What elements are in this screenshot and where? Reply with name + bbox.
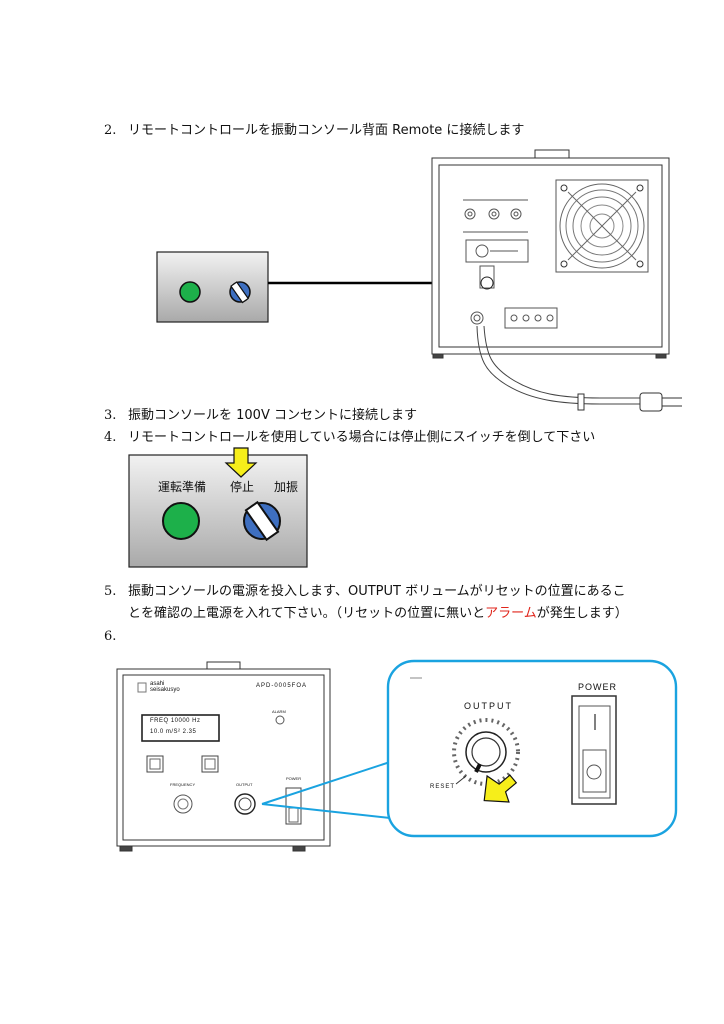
step-2: 2. リモートコントロールを振動コンソール背面 Remote に接続します xyxy=(104,122,524,140)
console-front-view xyxy=(116,661,331,852)
alarm-word: アラーム xyxy=(485,606,537,621)
step-4-text: リモートコントロールを使用している場合には停止側にスイッチを倒して下さい xyxy=(128,430,596,445)
output-dial xyxy=(452,718,520,786)
brand-line1: asahi xyxy=(150,681,165,687)
output-label-small: OUTPUT xyxy=(236,782,253,787)
fan-grille xyxy=(555,179,649,273)
label-ready: 運転準備 xyxy=(158,480,207,494)
output-label-zoom: OUTPUT xyxy=(464,701,513,711)
remote-control-panel-small xyxy=(156,251,269,323)
display-line2: 10.0 m/S² 2.35 xyxy=(150,729,197,735)
step-5-text-line1: 振動コンソールの電源を投入します、OUTPUT ボリュームがリセットの位置にある… xyxy=(128,584,626,599)
step-4-number: 4. xyxy=(104,430,117,445)
ready-lamp-large xyxy=(162,502,200,540)
power-switch-large xyxy=(571,695,617,805)
display-line1: FREQ 10000 Hz xyxy=(150,718,201,724)
step-2-text: リモートコントロールを振動コンソール背面 Remote に接続します xyxy=(128,123,525,138)
step-2-number: 2. xyxy=(104,123,117,138)
step-5-text-line2b: が発生します） xyxy=(536,606,628,621)
brand-line2: seisakusyo xyxy=(150,687,180,693)
callout-lines xyxy=(261,761,391,819)
reset-label-zoom: RESET xyxy=(430,784,456,790)
model-label: APD-0005FOA xyxy=(256,683,308,689)
step-4: 4. リモートコントロールを使用している場合には停止側にスイッチを倒して下さい xyxy=(104,429,595,447)
step-5-continued: とを確認の上電源を入れて下さい。（リセットの位置に無いとアラームが発生します） xyxy=(128,605,628,623)
frequency-label: FREQUENCY xyxy=(170,782,196,787)
step-3-text: 振動コンソールを 100V コンセントに接続します xyxy=(128,408,417,423)
down-arrow-icon xyxy=(224,447,258,478)
step-3-number: 3. xyxy=(104,408,117,423)
alarm-label: ALARM xyxy=(272,709,286,714)
step-5: 5. 振動コンソールの電源を投入します、OUTPUT ボリュームがリセットの位置に… xyxy=(104,583,626,601)
power-label-small: POWER xyxy=(286,776,302,781)
step-3: 3. 振動コンソールを 100V コンセントに接続します xyxy=(104,407,417,425)
console-rear-view xyxy=(431,149,682,412)
up-left-arrow-icon xyxy=(483,774,518,803)
step-6: 6. xyxy=(104,628,128,646)
zoom-callout xyxy=(386,659,678,838)
step-6-number: 6. xyxy=(104,629,117,644)
label-excite: 加振 xyxy=(274,480,299,494)
step-5-text-line2a: とを確認の上電源を入れて下さい。（リセットの位置に無いと xyxy=(128,606,486,621)
step-5-number: 5. xyxy=(104,584,117,599)
ready-lamp-small xyxy=(179,281,201,303)
label-stop: 停止 xyxy=(230,480,255,494)
mode-switch-large xyxy=(243,500,281,542)
mode-switch-small xyxy=(229,281,251,304)
remote-control-panel-large xyxy=(128,447,308,568)
power-label-zoom: POWER xyxy=(578,682,618,692)
